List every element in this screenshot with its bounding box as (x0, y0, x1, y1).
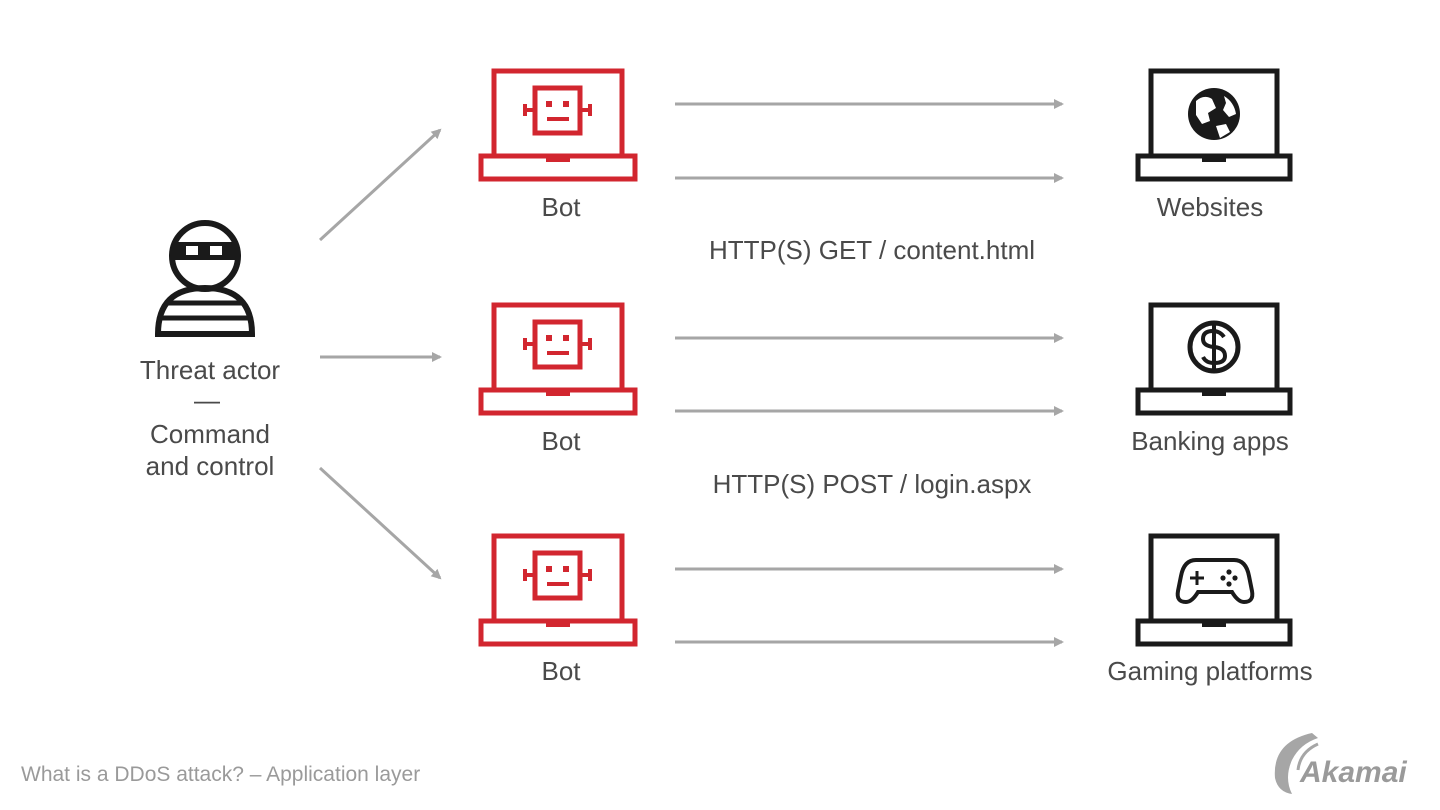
http-get-label: HTTP(S) GET / content.html (708, 235, 1036, 265)
bot-laptop-icon (481, 71, 635, 179)
actor-to-bot-3-arrow (318, 466, 442, 580)
bot-label: Bot (541, 192, 581, 222)
http-post-label: HTTP(S) POST / login.aspx (712, 469, 1032, 499)
control-label: and control (145, 451, 275, 481)
command-label: Command (150, 419, 270, 449)
gamepad-icon (1175, 558, 1255, 605)
threat-actor-icon (154, 220, 256, 337)
bot-laptop-icon (481, 536, 635, 644)
target-label-websites: Websites (1156, 192, 1264, 222)
threat-actor-label: Threat actor (139, 355, 281, 385)
bot-laptop-icon (481, 305, 635, 413)
target-label-gaming: Gaming platforms (1107, 656, 1313, 686)
akamai-logo-icon (1274, 733, 1319, 794)
globe-icon (1188, 88, 1240, 140)
bot-label: Bot (541, 426, 581, 456)
target-label-banking: Banking apps (1131, 426, 1289, 456)
actor-separator: — (194, 385, 220, 415)
figure-caption: What is a DDoS attack? – Application lay… (21, 763, 421, 786)
brand-wordmark: Akamai (1300, 756, 1407, 789)
dollar-icon (1187, 320, 1241, 374)
actor-to-bot-1-arrow (318, 128, 442, 242)
bot-label: Bot (541, 656, 581, 686)
